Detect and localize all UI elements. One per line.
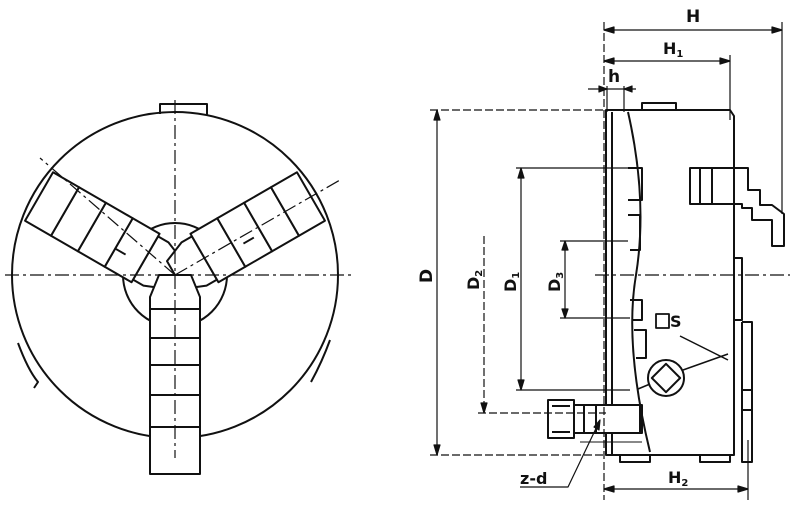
label-zd: z-d	[520, 469, 547, 488]
side-view	[547, 102, 785, 463]
dimension-lines	[430, 22, 790, 500]
label-D1: D1	[501, 272, 522, 292]
label-D: D	[417, 269, 437, 283]
label-H1: H1	[663, 39, 683, 60]
svg-text:D3: D3	[545, 272, 566, 292]
s-square-symbol	[655, 313, 670, 329]
label-D3: D3	[545, 272, 566, 292]
right-bump	[310, 339, 331, 383]
back-step	[734, 257, 743, 321]
front-view	[5, 100, 352, 475]
front-centerlines	[5, 100, 352, 458]
jaw-guide-lower	[630, 299, 647, 359]
square-drive	[637, 313, 729, 397]
rear-jaw-block	[689, 167, 785, 247]
top-notch	[159, 103, 208, 116]
front-face-curve	[627, 111, 651, 453]
label-H2: H2	[668, 468, 688, 489]
left-bump	[17, 342, 39, 389]
side-top-key	[641, 102, 677, 110]
zd-leader	[520, 419, 601, 488]
labels: H H1 h H2 D D2 D1 D3 S z-d	[417, 7, 700, 489]
body-outline	[605, 109, 735, 456]
mounting-bolt	[547, 399, 643, 443]
jaw-guide-upper	[628, 167, 643, 251]
label-D2: D2	[464, 270, 485, 290]
svg-text:D: D	[417, 269, 437, 283]
label-h: h	[608, 67, 620, 87]
label-S: S	[670, 312, 682, 331]
svg-text:D1: D1	[501, 272, 522, 292]
bottom-lugs	[619, 455, 731, 463]
svg-text:D2: D2	[464, 270, 485, 290]
lower-flange	[741, 321, 753, 463]
label-H: H	[686, 7, 700, 27]
